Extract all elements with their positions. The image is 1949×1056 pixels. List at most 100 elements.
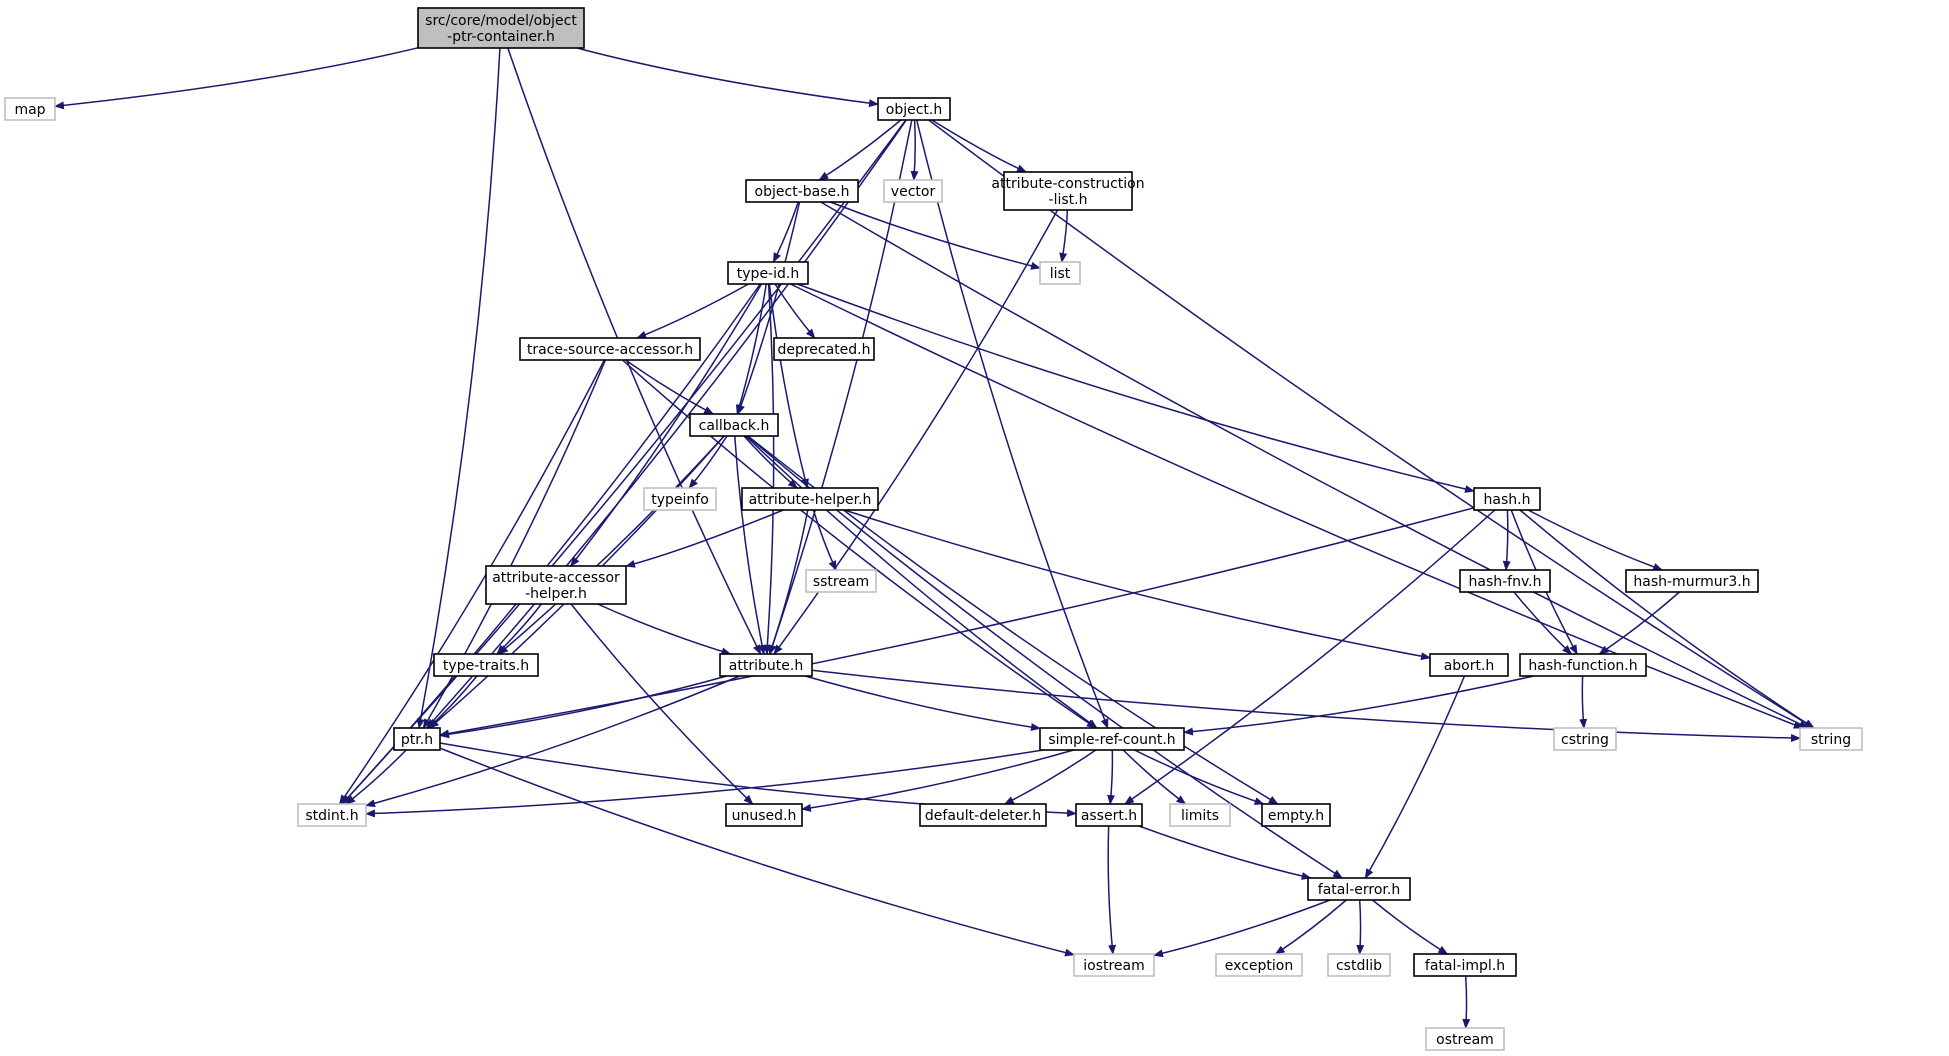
node-limits: limits	[1169, 803, 1231, 827]
edge-typeid-to-aah	[570, 283, 763, 567]
node-box-map	[4, 97, 56, 121]
node-list: list	[1039, 261, 1081, 285]
node-aah[interactable]: attribute-accessor-helper.h	[485, 565, 627, 605]
node-label-murmur-0: hash-murmur3.h	[1633, 574, 1750, 590]
node-stdint: stdint.h	[297, 803, 367, 827]
edge-attribute-to-string	[811, 669, 1801, 743]
edge-hash-to-murmur	[1527, 509, 1664, 571]
node-label-limits-0: limits	[1181, 808, 1219, 824]
node-label-hash-0: hash.h	[1484, 492, 1531, 508]
node-vector: vector	[883, 179, 943, 203]
node-label-attrconst-1: -list.h	[1049, 192, 1088, 208]
node-label-stdint-0: stdint.h	[305, 808, 358, 824]
node-label-tsa-0: trace-source-accessor.h	[527, 342, 693, 358]
node-label-deprecated-0: deprecated.h	[777, 342, 870, 358]
node-label-cstdlib-0: cstdlib	[1336, 958, 1382, 974]
edge-typeid-to-hash	[797, 283, 1475, 493]
node-deprecated[interactable]: deprecated.h	[773, 337, 875, 361]
edge-hash-to-assert	[1124, 509, 1496, 805]
node-murmur[interactable]: hash-murmur3.h	[1625, 569, 1759, 593]
node-attribute[interactable]: attribute.h	[719, 653, 813, 677]
node-box-ptr	[393, 727, 441, 751]
node-fatalimpl[interactable]: fatal-impl.h	[1413, 953, 1517, 977]
node-box-fatalerror	[1307, 877, 1411, 901]
node-box-deprecated	[773, 337, 875, 361]
node-hashfnv[interactable]: hash-fnv.h	[1459, 569, 1551, 593]
edge-fatalerror-to-exception	[1274, 899, 1347, 955]
edge-hash-to-ptr	[439, 507, 1475, 738]
node-label-typetraits-0: type-traits.h	[443, 658, 529, 674]
node-box-stdint	[297, 803, 367, 827]
node-label-defdel-0: default-deleter.h	[925, 808, 1041, 824]
edge-callback-to-typeinfo	[688, 435, 728, 489]
node-object[interactable]: object.h	[877, 97, 951, 121]
node-empty[interactable]: empty.h	[1261, 803, 1331, 827]
node-defdel[interactable]: default-deleter.h	[919, 803, 1047, 827]
edge-object-to-vector	[910, 119, 919, 181]
node-assert[interactable]: assert.h	[1075, 803, 1143, 827]
node-label-ptr-0: ptr.h	[401, 732, 433, 748]
node-callback[interactable]: callback.h	[689, 413, 779, 437]
node-box-typeid	[727, 261, 809, 285]
edge-fatalerror-to-iostream	[1153, 899, 1331, 958]
node-label-attrconst-0: attribute-construction	[991, 176, 1144, 192]
node-cstdlib: cstdlib	[1327, 953, 1391, 977]
edge-attrhelper-to-sstream	[812, 509, 837, 571]
edge-src-to-unused	[801, 749, 1074, 812]
node-abort[interactable]: abort.h	[1429, 653, 1509, 677]
node-root[interactable]: src/core/model/object-ptr-container.h	[417, 7, 585, 49]
node-unused[interactable]: unused.h	[725, 803, 803, 827]
edge-aah-to-attribute	[597, 603, 732, 656]
edge-callback-to-attribute	[734, 435, 766, 655]
node-label-callback-0: callback.h	[699, 418, 770, 434]
node-label-map-0: map	[14, 102, 45, 118]
edge-object-to-objectbase	[818, 119, 902, 181]
edge-assert-to-fatalerror	[1138, 825, 1312, 880]
node-box-callback	[689, 413, 779, 437]
node-src[interactable]: simple-ref-count.h	[1039, 727, 1185, 751]
node-objectbase[interactable]: object-base.h	[745, 179, 859, 203]
node-tsa[interactable]: trace-source-accessor.h	[519, 337, 701, 361]
node-box-hashfnv	[1459, 569, 1551, 593]
edge-hash-to-string	[1519, 509, 1815, 729]
edge-typeid-to-deprecated	[774, 283, 816, 339]
node-box-hashfunc	[1519, 653, 1647, 677]
node-box-ostream	[1425, 1027, 1505, 1051]
edge-src-to-assert	[1107, 749, 1116, 805]
edge-tsa-to-ptr	[422, 359, 607, 729]
edge-src-to-empty	[1134, 749, 1265, 805]
node-label-aah-1: -helper.h	[525, 586, 587, 602]
node-box-defdel	[919, 803, 1047, 827]
node-label-objectbase-0: object-base.h	[755, 184, 850, 200]
node-hashfunc[interactable]: hash-function.h	[1519, 653, 1647, 677]
edge-root-to-object	[576, 47, 879, 108]
node-attrconst[interactable]: attribute-construction-list.h	[991, 171, 1145, 211]
node-box-root	[417, 7, 585, 49]
node-label-empty-0: empty.h	[1268, 808, 1324, 824]
node-ptr[interactable]: ptr.h	[393, 727, 441, 751]
node-box-hash	[1473, 487, 1541, 511]
node-typetraits[interactable]: type-traits.h	[433, 653, 539, 677]
node-box-assert	[1075, 803, 1143, 827]
node-box-cstdlib	[1327, 953, 1391, 977]
node-box-string	[1799, 727, 1863, 751]
node-fatalerror[interactable]: fatal-error.h	[1307, 877, 1411, 901]
node-box-object	[877, 97, 951, 121]
node-box-unused	[725, 803, 803, 827]
edge-tsa-to-callback	[625, 359, 715, 415]
node-box-fatalimpl	[1413, 953, 1517, 977]
node-label-hashfnv-0: hash-fnv.h	[1469, 574, 1542, 590]
node-typeid[interactable]: type-id.h	[727, 261, 809, 285]
node-hash[interactable]: hash.h	[1473, 487, 1541, 511]
node-box-iostream	[1073, 953, 1155, 977]
node-attrhelper[interactable]: attribute-helper.h	[741, 487, 879, 511]
node-box-abort	[1429, 653, 1509, 677]
node-box-objectbase	[745, 179, 859, 203]
edge-src-to-stdint	[365, 749, 1044, 818]
edge-hash-to-hashfnv	[1502, 509, 1511, 571]
edge-src-to-defdel	[1003, 749, 1097, 805]
node-cstring: cstring	[1553, 727, 1617, 751]
edge-callback-to-src	[745, 435, 1098, 729]
node-box-tsa	[519, 337, 701, 361]
edge-murmur-to-hashfunc	[1598, 591, 1680, 655]
